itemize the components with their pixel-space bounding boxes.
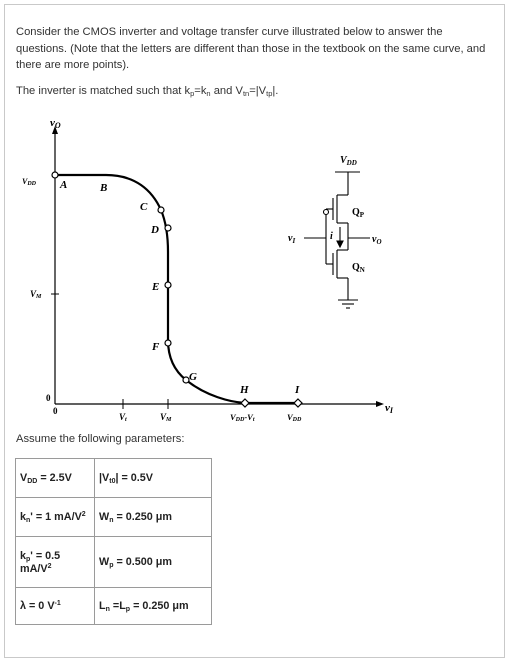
point-f-marker [164,339,172,347]
param-kn: kn' = 1 mA/V2 [15,497,95,537]
circuit-vout-label: vO [372,234,382,246]
point-h-label: H [239,384,249,396]
circuit-vin-label: vI [288,233,295,245]
point-a-marker [51,171,59,179]
y-tick-vdd: VDD [22,177,37,187]
matched-statement: The inverter is matched such that kp=kn … [16,85,279,98]
point-g-label: G [189,371,197,383]
point-h-marker [240,398,250,408]
param-lambda: λ = 0 V-1 [15,587,95,625]
y-axis-label: vO [50,117,61,130]
current-arrow-icon [336,240,344,249]
circuit-vdd-label: VDD [340,155,357,167]
qp-label: QP [352,207,365,219]
x-axis-arrow-icon [376,401,384,407]
table-row: VDD = 2.5V |Vt0| = 0.5V [15,458,212,498]
qn-label: QN [352,262,365,274]
x-axis-label: vI [385,402,394,415]
point-b-label: B [99,182,107,194]
point-d-marker [164,224,172,232]
point-e-marker [164,281,172,289]
point-g-marker [182,376,190,384]
x-tick-vm: VM [160,412,172,423]
point-c-marker [157,206,165,214]
param-wp: Wp = 0.500 μm [94,536,212,588]
point-d-label: D [150,224,159,236]
y-tick-zero: 0 [46,393,51,403]
point-f-label: F [151,341,160,353]
table-row: kp' = 0.5 mA/V2 Wp = 0.500 μm [15,536,212,588]
assume-text: Assume the following parameters: [16,433,185,445]
y-tick-vm: VM [30,289,42,300]
table-row: kn' = 1 mA/V2 Wn = 0.250 μm [15,497,212,537]
x-tick-vdd-minus-vt: VDD-Vt [230,412,255,423]
vtc-curve [55,173,298,405]
x-tick-vt: Vt [119,412,127,423]
point-a-label: A [59,179,67,191]
param-vt0: |Vt0| = 0.5V [94,458,212,498]
question-intro: Consider the CMOS inverter and voltage t… [16,26,486,71]
x-tick-vdd: VDD [287,412,302,423]
param-length: Ln =Lp = 0.250 μm [94,587,212,625]
point-i-marker [293,398,303,408]
param-vdd: VDD = 2.5V [15,458,95,498]
param-wn: Wn = 0.250 μm [94,497,212,537]
point-e-label: E [151,281,159,293]
cmos-inverter-schematic: VDD QP vO i vI QN [288,155,382,309]
param-kp: kp' = 0.5 mA/V2 [15,536,95,588]
y-axis-arrow-icon [52,126,58,134]
current-label: i [330,231,333,242]
point-c-label: C [140,201,148,213]
point-i-label: I [294,384,300,396]
x-tick-zero: 0 [53,406,58,416]
parameters-table: VDD = 2.5V |Vt0| = 0.5V kn' = 1 mA/V2 Wn… [15,458,212,625]
table-row: λ = 0 V-1 Ln =Lp = 0.250 μm [15,587,212,625]
